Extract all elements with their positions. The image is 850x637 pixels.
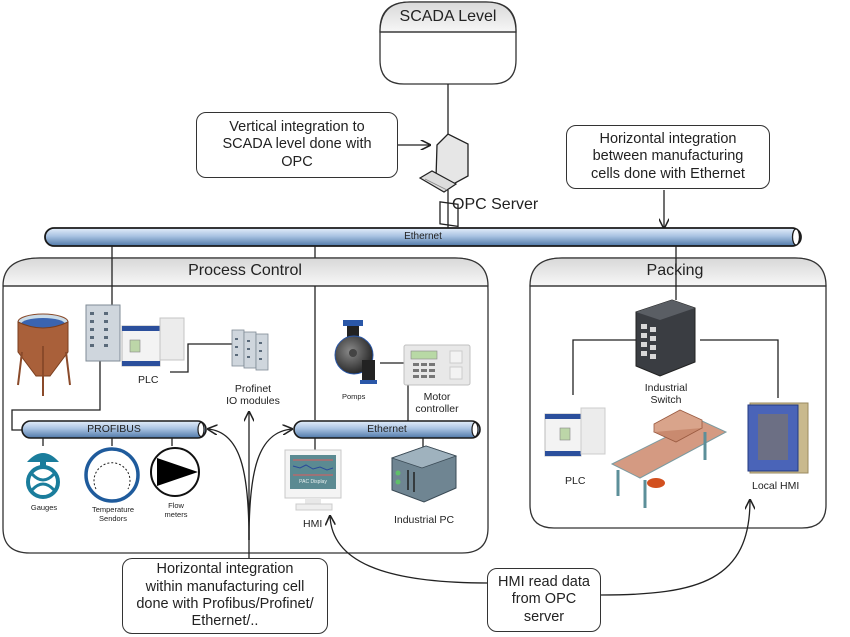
temp-label-line: Temperature <box>91 505 135 514</box>
packing-plc-label: PLC <box>565 475 586 487</box>
switch-label-line: Industrial <box>644 382 688 394</box>
switch-label-line: Switch <box>650 394 682 407</box>
callout-line: SCADA level done with <box>222 136 372 153</box>
pumps-label: Pomps <box>342 392 366 401</box>
gauges-icon <box>26 453 60 499</box>
arrow-to-profibus <box>208 429 250 541</box>
scada-level-title: SCADA Level <box>399 8 497 25</box>
callout-line: Horizontal integration <box>599 130 737 147</box>
hmi-read-callout: HMI read data from OPC server <box>487 568 601 632</box>
industrial-switch-label: Industrial Switch <box>636 382 696 406</box>
packing-title: Packing <box>646 262 704 279</box>
profibus-bus <box>21 420 207 439</box>
profibus-label: PROFIBUS <box>87 423 141 435</box>
local-hmi-icon <box>747 402 809 474</box>
callout-line: between manufacturing <box>592 148 744 165</box>
industrial-switch-icon <box>635 299 696 377</box>
profinet-label-line: IO modules <box>226 395 280 408</box>
plc-icon <box>85 304 185 367</box>
main-ethernet-bus <box>44 227 802 247</box>
callout-line: server <box>523 608 565 625</box>
motor-label-line: controller <box>415 403 459 416</box>
profinet-label-line: Profinet <box>234 383 272 395</box>
flow-meters-label: Flow meters <box>160 501 192 519</box>
process-ethernet-bus <box>293 420 481 439</box>
callout-line: Vertical integration to <box>229 118 365 135</box>
gauges-label: Gauges <box>30 503 58 512</box>
industrial-pc-label: Industrial PC <box>393 514 455 526</box>
packing-plc-icon <box>544 407 606 457</box>
horizontal-between-callout: Horizontal integration between manufactu… <box>566 125 770 189</box>
tank-icon <box>17 313 71 396</box>
process-control-title: Process Control <box>188 262 302 279</box>
main-ethernet-label: Ethernet <box>404 231 442 242</box>
industrial-pc-icon <box>390 445 458 503</box>
flow-label-line: Flow <box>168 501 184 510</box>
callout-line: done with Profibus/Profinet/ <box>136 596 314 612</box>
callout-line: Ethernet/.. <box>191 613 259 630</box>
arrow-to-local-hmi <box>600 500 750 596</box>
flow-meter-icon <box>150 447 200 497</box>
plc-profibus-link <box>11 345 101 431</box>
conveyor-icon <box>610 409 728 508</box>
temp-label-line: Sendors <box>99 513 127 523</box>
callout-line: cells done with Ethernet <box>591 165 745 182</box>
process-ethernet-label: Ethernet <box>367 423 407 435</box>
local-hmi-label: Local HMI <box>752 480 800 492</box>
flow-label-line: meters <box>164 509 188 519</box>
profinet-io-modules-icon <box>231 329 269 371</box>
opc-server-label: OPC Server <box>452 196 539 213</box>
hmi-monitor-icon <box>284 449 342 511</box>
scada-level-box <box>379 1 517 85</box>
plc-label: PLC <box>138 374 159 386</box>
motor-controller-label: Motor controller <box>406 391 468 415</box>
hmi-label: HMI <box>303 518 323 530</box>
horizontal-within-callout: Horizontal integration within manufactur… <box>122 558 328 634</box>
callout-line: HMI read data <box>498 573 590 590</box>
switch-plc-link <box>572 339 640 395</box>
temperature-sensors-label: Temperature Sendors <box>84 505 142 523</box>
hmi-screen-text: PAC Display <box>299 479 327 485</box>
callout-line: OPC <box>281 153 313 170</box>
opc-server-icon <box>418 133 469 228</box>
vertical-integration-callout: Vertical integration to SCADA level done… <box>196 112 398 178</box>
callout-line: within manufacturing cell <box>145 578 305 595</box>
pump-icon <box>334 320 377 384</box>
motor-controller-icon <box>403 344 471 386</box>
arrow-to-ethernet <box>248 429 292 541</box>
arrow-to-hmi <box>330 516 489 584</box>
switch-hmi-link <box>700 339 779 398</box>
plc-profinet-link <box>170 343 232 373</box>
temperature-sensor-icon <box>84 447 140 503</box>
motor-label-line: Motor <box>423 391 451 403</box>
callout-line: Horizontal integration <box>156 561 294 578</box>
callout-line: from OPC <box>511 591 577 608</box>
profinet-label: Profinet IO modules <box>220 383 286 407</box>
